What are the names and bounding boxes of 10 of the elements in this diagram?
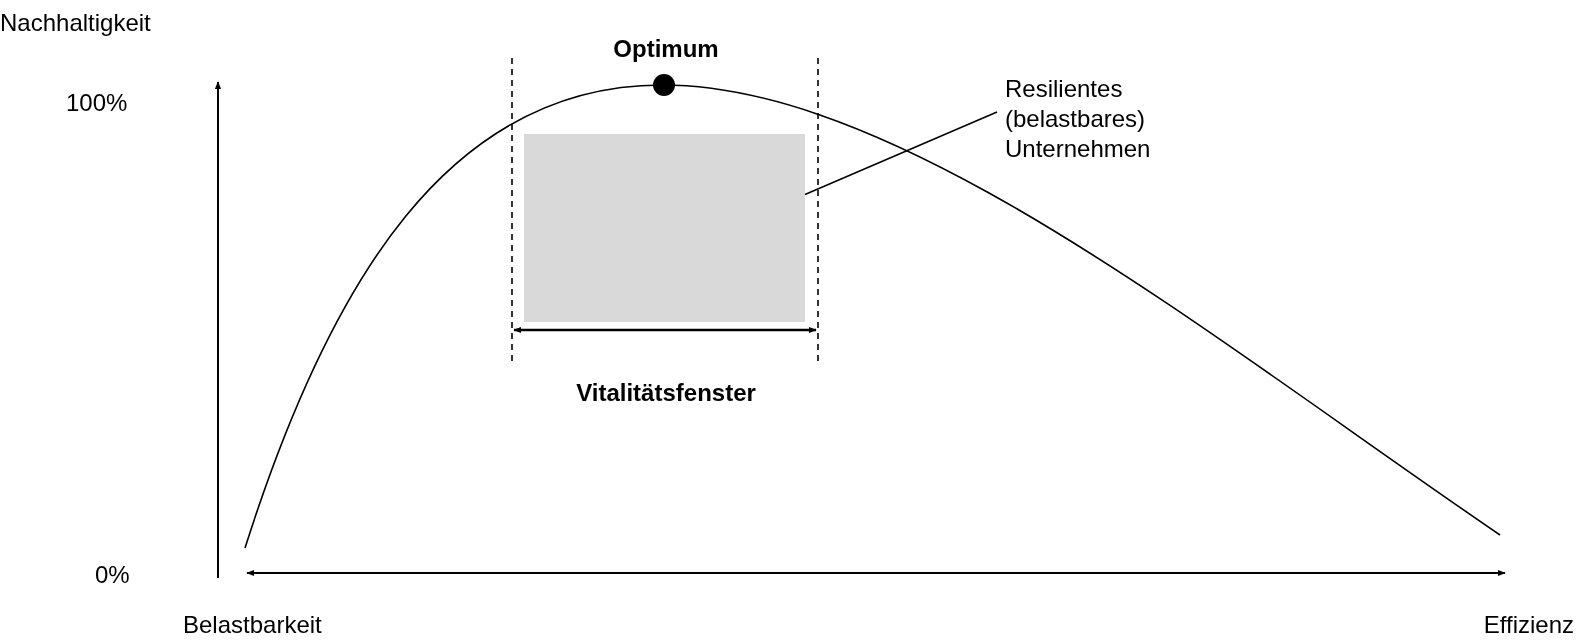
axis-title: Nachhaltigkeit [0, 8, 151, 38]
tick-label: 0% [95, 560, 130, 590]
callout-text: Resilientes (belastbares) Unternehmen [1005, 74, 1205, 164]
shaded-area [524, 134, 805, 322]
tick-label: 100% [66, 88, 128, 118]
window-label: Vitalitätsfenster [576, 378, 756, 408]
axis-end-label: Belastbarkeit [183, 610, 322, 640]
axis-end-label: Effizienz [1483, 610, 1574, 640]
leader-line [804, 111, 998, 196]
optimum-label: Optimum [613, 34, 719, 64]
